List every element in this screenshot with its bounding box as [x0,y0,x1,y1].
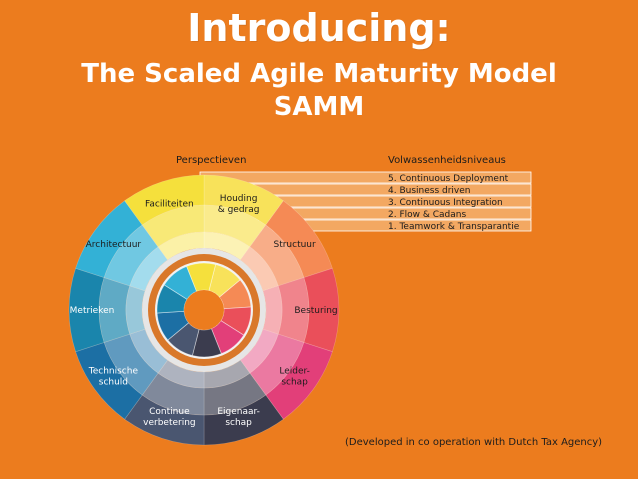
perspectives-header: Perspectieven [176,155,246,166]
perspective-label-continue-verbetering-line-1: Continue [149,407,190,417]
perspective-label-houding-and-gedrag-line-1: Houding [220,194,258,204]
perspective-label-leider-schap-line-1: Leider- [279,366,310,376]
perspective-label-eigenaar-schap-line-2: schap [225,418,252,428]
perspective-label-technische-schuld-line-2: schuld [99,377,128,387]
perspective-label-leider-schap-line-2: schap [281,377,308,387]
wheel-center [184,290,224,330]
perspective-label-technische-schuld-line-1: Technische [88,366,139,376]
level-label-1: 1. Teamwork & Transparantie [388,222,520,232]
perspective-label-besturing: Besturing [294,306,337,316]
perspective-label-eigenaar-schap-line-1: Eigenaar- [217,407,260,417]
credit-note: (Developed in co operation with Dutch Ta… [345,437,602,448]
level-label-4: 4. Business driven [388,186,470,196]
perspective-label-architectuur: Architectuur [86,240,142,250]
perspective-label-continue-verbetering-line-2: verbetering [143,418,196,428]
level-label-3: 3. Continuous Integration [388,198,503,208]
perspective-label-metrieken: Metrieken [70,306,115,316]
level-label-5: 5. Continuous Deployment [388,174,509,184]
levels-header: Volwassenheidsniveaus [388,155,506,166]
perspective-label-faciliteiten: Faciliteiten [145,199,194,209]
maturity-level-labels: 5. Continuous Deployment 4. Business driv… [388,174,520,232]
level-label-2: 2. Flow & Cadans [388,210,466,220]
perspective-label-structuur: Structuur [273,240,316,250]
perspective-label-houding-and-gedrag-line-2: & gedrag [218,205,260,215]
